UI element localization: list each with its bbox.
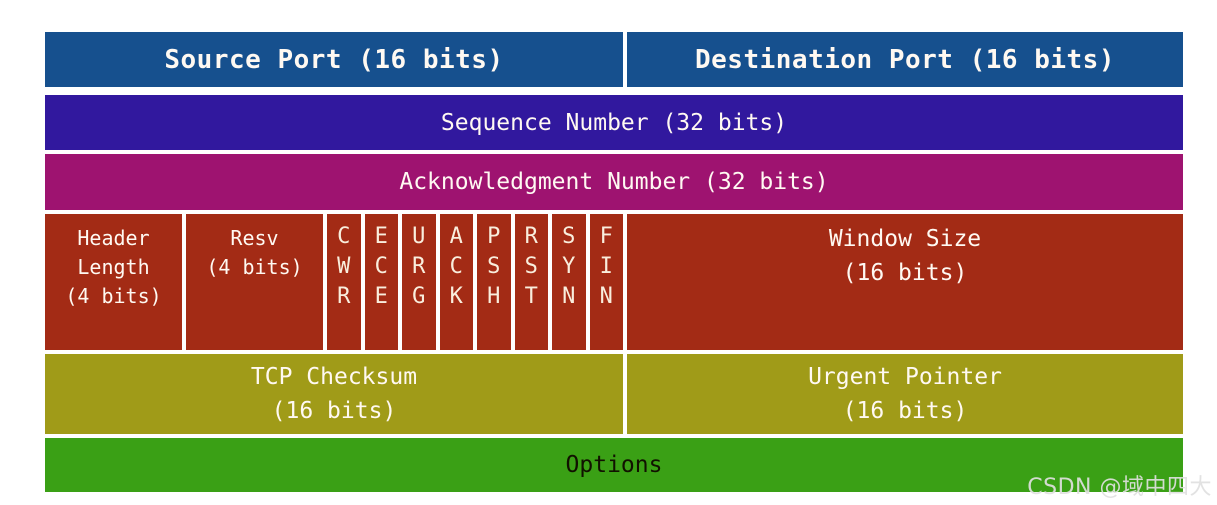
flag-syn: S Y N bbox=[552, 214, 586, 350]
row-flags: Header Length (4 bits) Resv (4 bits) C W… bbox=[45, 214, 1183, 350]
field-header-length: Header Length (4 bits) bbox=[45, 214, 182, 350]
field-window-size: Window Size (16 bits) bbox=[627, 214, 1183, 350]
flag-rst: R S T bbox=[514, 214, 548, 350]
field-source-port: Source Port (16 bits) bbox=[45, 32, 623, 87]
field-acknowledgment-number: Acknowledgment Number (32 bits) bbox=[45, 154, 1183, 210]
row-sequence-number: Sequence Number (32 bits) bbox=[45, 95, 1183, 150]
flag-ece: E C E bbox=[364, 214, 398, 350]
flag-ack: A C K bbox=[439, 214, 473, 350]
field-sequence-number: Sequence Number (32 bits) bbox=[45, 95, 1183, 150]
flag-fin: F I N bbox=[589, 214, 623, 350]
field-destination-port: Destination Port (16 bits) bbox=[627, 32, 1183, 87]
field-reserved: Resv (4 bits) bbox=[186, 214, 323, 350]
field-tcp-checksum: TCP Checksum (16 bits) bbox=[45, 354, 623, 434]
row-ports: Source Port (16 bits) Destination Port (… bbox=[45, 32, 1183, 87]
field-urgent-pointer: Urgent Pointer (16 bits) bbox=[627, 354, 1183, 434]
tcp-header-diagram: Source Port (16 bits) Destination Port (… bbox=[45, 32, 1183, 492]
row-options: Options bbox=[45, 438, 1183, 492]
flag-psh: P S H bbox=[477, 214, 511, 350]
row-acknowledgment-number: Acknowledgment Number (32 bits) bbox=[45, 154, 1183, 210]
row-checksum-urgent: TCP Checksum (16 bits) Urgent Pointer (1… bbox=[45, 354, 1183, 434]
flag-cwr: C W R bbox=[327, 214, 361, 350]
field-options: Options bbox=[45, 438, 1183, 492]
flag-urg: U R G bbox=[402, 214, 436, 350]
